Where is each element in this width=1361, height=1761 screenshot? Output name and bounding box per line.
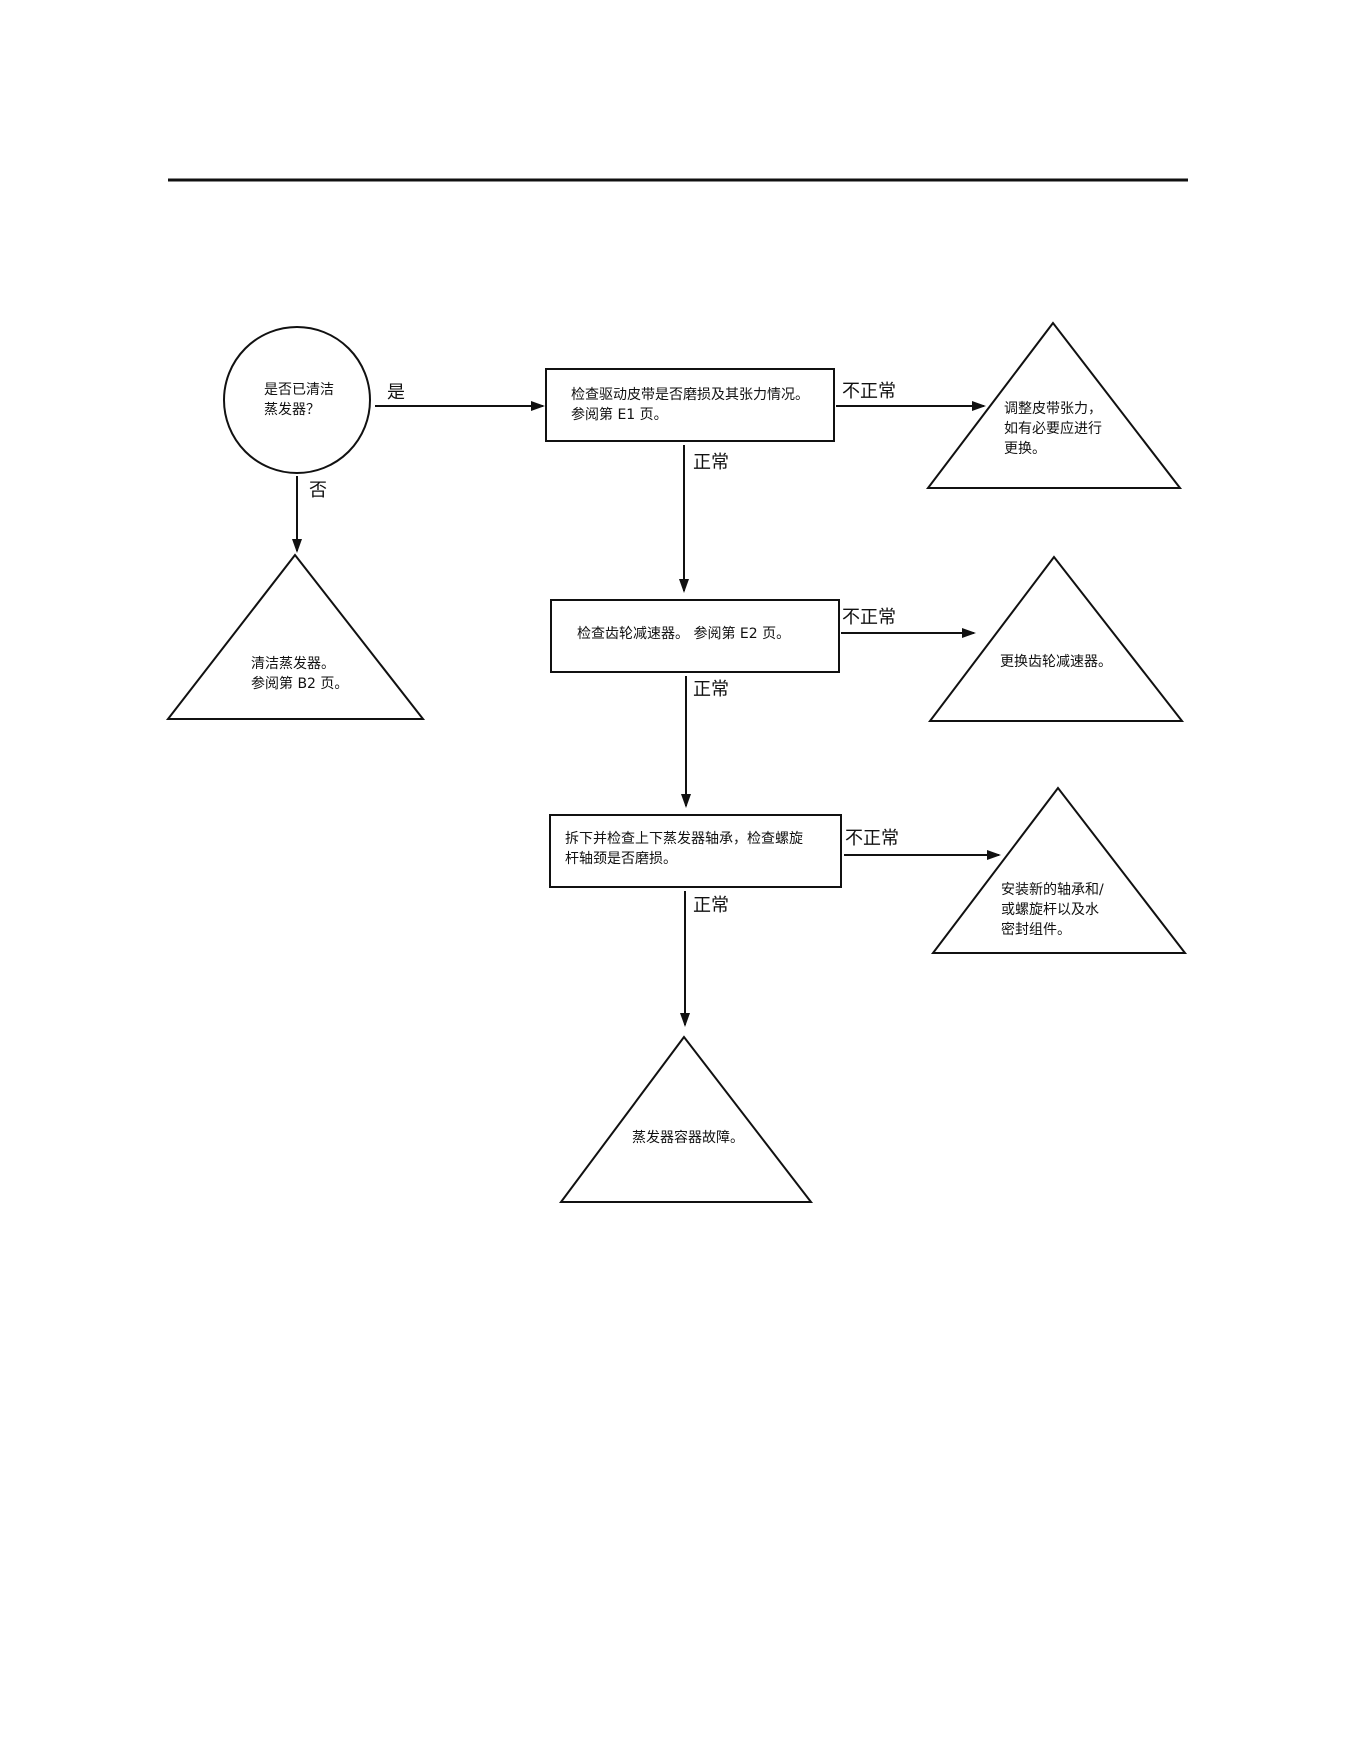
final-action-triangle	[561, 1037, 811, 1202]
step-2-abnormal-label: 不正常	[842, 607, 896, 629]
step-2-action-triangle	[930, 557, 1182, 721]
step-3-abnormal-label: 不正常	[845, 828, 899, 850]
no-action-text: 清洁蒸发器。 参阅第 B2 页。	[251, 654, 401, 694]
step-3-text: 拆下并检查上下蒸发器轴承，检查螺旋 杆轴颈是否磨损。	[565, 829, 835, 869]
step-2-normal-label: 正常	[693, 679, 729, 701]
step-3-action-text: 安装新的轴承和/ 或螺旋杆以及水 密封组件。	[1001, 880, 1126, 940]
step-1-action-text: 调整皮带张力， 如有必要应进行 更换。	[1004, 399, 1124, 459]
step-2-action-text: 更换齿轮减速器。	[1000, 652, 1130, 672]
no-action-triangle	[168, 555, 423, 719]
no-label: 否	[309, 480, 327, 502]
step-1-text: 检查驱动皮带是否磨损及其张力情况。 参阅第 E1 页。	[571, 385, 826, 425]
step-3-normal-label: 正常	[693, 895, 729, 917]
decision-question: 是否已清洁 蒸发器？	[264, 380, 354, 420]
final-action-text: 蒸发器容器故障。	[632, 1128, 772, 1148]
yes-label: 是	[387, 382, 405, 404]
step-1-abnormal-label: 不正常	[842, 381, 896, 403]
step-1-normal-label: 正常	[693, 452, 729, 474]
step-2-text: 检查齿轮减速器。 参阅第 E2 页。	[577, 624, 827, 644]
